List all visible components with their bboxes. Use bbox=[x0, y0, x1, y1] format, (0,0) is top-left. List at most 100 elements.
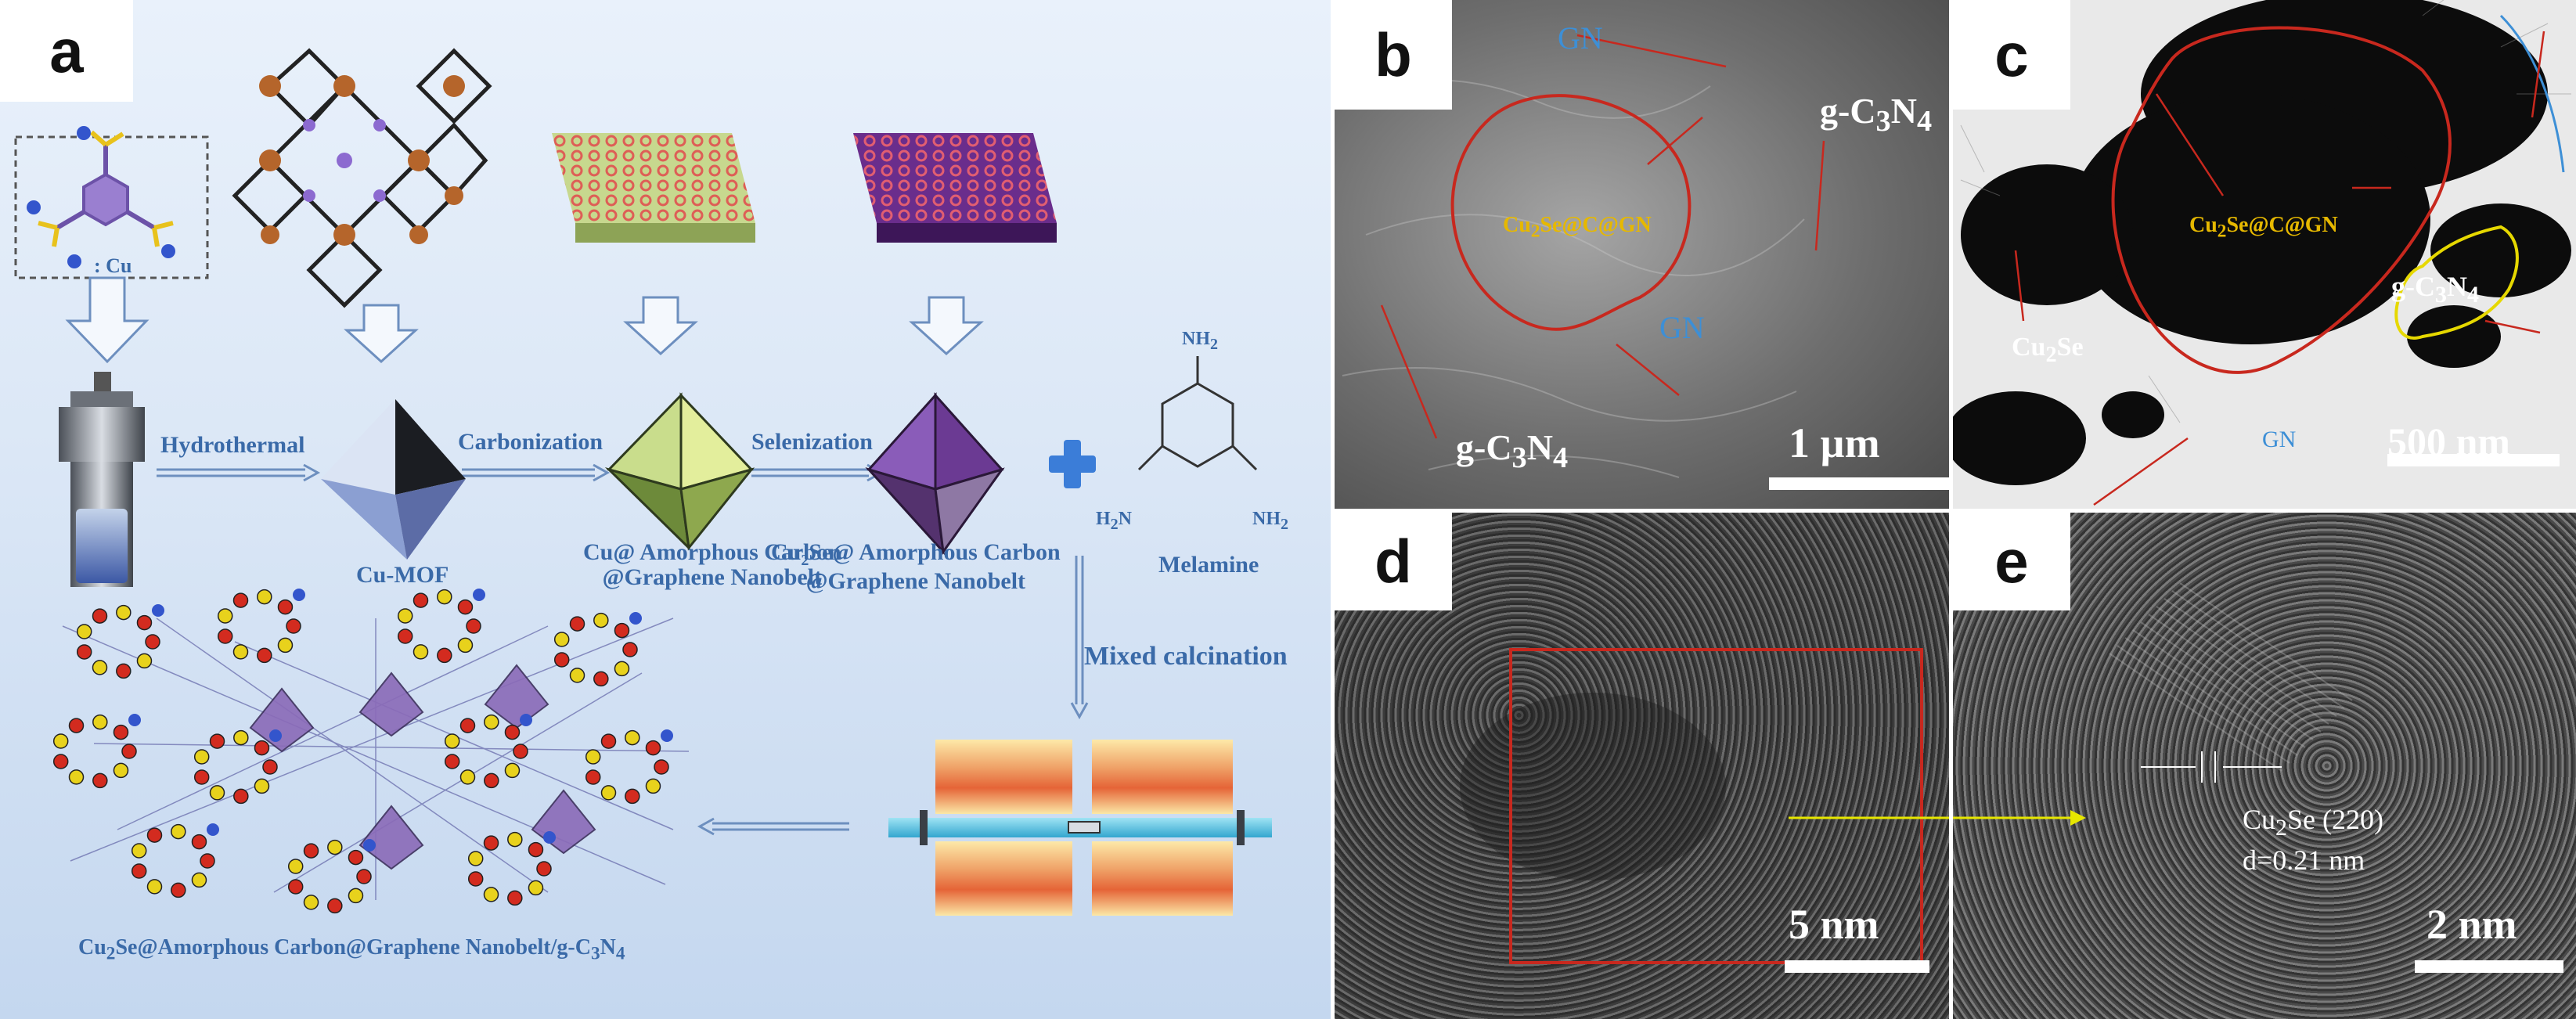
network-bead bbox=[327, 898, 343, 914]
tem-shapes bbox=[1953, 0, 2571, 506]
network-bead bbox=[116, 663, 132, 679]
cu-mof-octahedron-icon bbox=[321, 399, 466, 560]
network-bead bbox=[585, 769, 601, 785]
network-bead bbox=[232, 592, 249, 608]
network-bead bbox=[614, 661, 630, 677]
network-bead bbox=[136, 614, 153, 631]
step-selenization: Selenization bbox=[751, 429, 873, 455]
panel-b-sem-image: b GN GN g-C3N4 g-C3N4 Cu2Se@C@GN 1 µm bbox=[1335, 0, 1949, 509]
network-bead bbox=[622, 642, 638, 657]
panel-a-schematic: a bbox=[0, 0, 1331, 1019]
mof-nodes bbox=[259, 75, 465, 246]
gn-label-top: GN bbox=[1558, 20, 1603, 56]
network-bead bbox=[145, 634, 160, 650]
melamine-label: Melamine bbox=[1158, 552, 1259, 578]
network-bead bbox=[483, 887, 499, 902]
schematic-graphics bbox=[14, 48, 1272, 916]
network-bead bbox=[528, 841, 544, 858]
panel-c-tem-image: c Cu2Se@C@GN Cu2Se g-C3N4 GN 500 nm bbox=[1953, 0, 2576, 509]
network-cu-atom bbox=[629, 612, 642, 625]
network-bead bbox=[625, 788, 640, 805]
scale-text-b: 1 µm bbox=[1789, 419, 1880, 466]
network-bead bbox=[569, 668, 585, 683]
network-bead bbox=[193, 769, 210, 785]
hrtem-d-overlay bbox=[1460, 648, 1949, 973]
cu-carbon-label: Cu@ Amorphous Carbon @Graphene Nanobelt bbox=[583, 539, 841, 590]
network-bead bbox=[146, 827, 163, 843]
network-bead bbox=[483, 835, 499, 851]
network-bead bbox=[459, 769, 476, 785]
network-cu-atom bbox=[269, 729, 282, 742]
network-bead bbox=[92, 608, 108, 624]
network-bead bbox=[467, 851, 484, 866]
final-composite-label: Cu2Se@Amorphous Carbon@Graphene Nanobelt… bbox=[78, 935, 625, 964]
cu2se-carbon-label: Cu2Se@ Amorphous Carbon @Graphene Nanobe… bbox=[771, 539, 1061, 594]
network-bead bbox=[457, 637, 474, 654]
gn-label-c: GN bbox=[2262, 427, 2297, 452]
network-bead bbox=[444, 754, 460, 769]
network-bead bbox=[76, 644, 92, 660]
network-bead bbox=[466, 618, 481, 634]
panel-label-b: b bbox=[1335, 0, 1452, 110]
melamine-structure-icon bbox=[1137, 356, 1258, 471]
network-bead bbox=[131, 843, 147, 859]
network-bead bbox=[209, 733, 225, 749]
hrtem-e-overlay bbox=[1953, 582, 2563, 973]
melamine-nh2-top: NH2 bbox=[1182, 329, 1218, 353]
network-bead bbox=[654, 759, 669, 775]
composite-network-icon bbox=[52, 589, 690, 914]
network-bead bbox=[233, 788, 249, 805]
cu2se-label-c: Cu2Se bbox=[2012, 333, 2084, 367]
network-bead bbox=[277, 599, 294, 615]
network-bead bbox=[593, 671, 609, 687]
network-bead bbox=[504, 724, 521, 740]
network-bead bbox=[645, 778, 661, 794]
network-bead bbox=[467, 871, 484, 887]
network-bead bbox=[413, 592, 429, 608]
network-bead bbox=[191, 872, 207, 888]
scale-bar-e bbox=[2415, 960, 2563, 973]
gn-outline bbox=[2499, 14, 2565, 173]
network-bead bbox=[625, 729, 640, 746]
network-bead bbox=[287, 879, 304, 895]
network-bead bbox=[413, 644, 429, 660]
panel-label-e: e bbox=[1953, 513, 2070, 610]
network-cu-atom bbox=[520, 714, 532, 726]
panel-label-c: c bbox=[1953, 0, 2070, 110]
step-carbonization: Carbonization bbox=[458, 429, 603, 455]
network-bead bbox=[217, 628, 233, 644]
network-bead bbox=[437, 647, 452, 664]
network-bead bbox=[553, 632, 570, 647]
network-bead bbox=[113, 762, 129, 779]
tube-furnace-icon bbox=[888, 740, 1272, 916]
network-bead bbox=[131, 863, 147, 879]
graphene-sheet-purple bbox=[853, 133, 1057, 243]
melamine-nh2-right: NH2 bbox=[1252, 509, 1288, 533]
network-bead bbox=[536, 861, 552, 877]
network-bead bbox=[507, 890, 523, 906]
btc-ligand-icon bbox=[27, 126, 175, 258]
gc3n4-label-left: g-C3N4 bbox=[1456, 427, 1569, 475]
process-arrows bbox=[157, 463, 1089, 836]
cu-legend-label: : Cu bbox=[94, 254, 132, 277]
network-bead bbox=[484, 772, 499, 789]
scale-bar-c bbox=[2387, 454, 2560, 466]
network-bead bbox=[193, 749, 210, 765]
composite-label-c: Cu2Se@C@GN bbox=[2189, 213, 2338, 242]
network-cu-atom bbox=[661, 729, 673, 742]
network-bead bbox=[232, 644, 249, 660]
network-bead bbox=[327, 839, 343, 855]
scale-text-d: 5 nm bbox=[1789, 901, 1879, 948]
network-bead bbox=[254, 778, 270, 794]
network-bead bbox=[348, 849, 364, 866]
network-bead bbox=[484, 714, 499, 730]
autoclave-icon bbox=[59, 372, 145, 587]
network-bead bbox=[233, 729, 249, 746]
network-cu-atom bbox=[152, 604, 164, 617]
zoom-region-box bbox=[1509, 648, 1923, 964]
network-bead bbox=[116, 604, 132, 621]
network-bead bbox=[171, 823, 186, 840]
down-arrows bbox=[65, 276, 984, 364]
panel-label-d: d bbox=[1335, 513, 1452, 610]
network-bead bbox=[504, 762, 521, 779]
